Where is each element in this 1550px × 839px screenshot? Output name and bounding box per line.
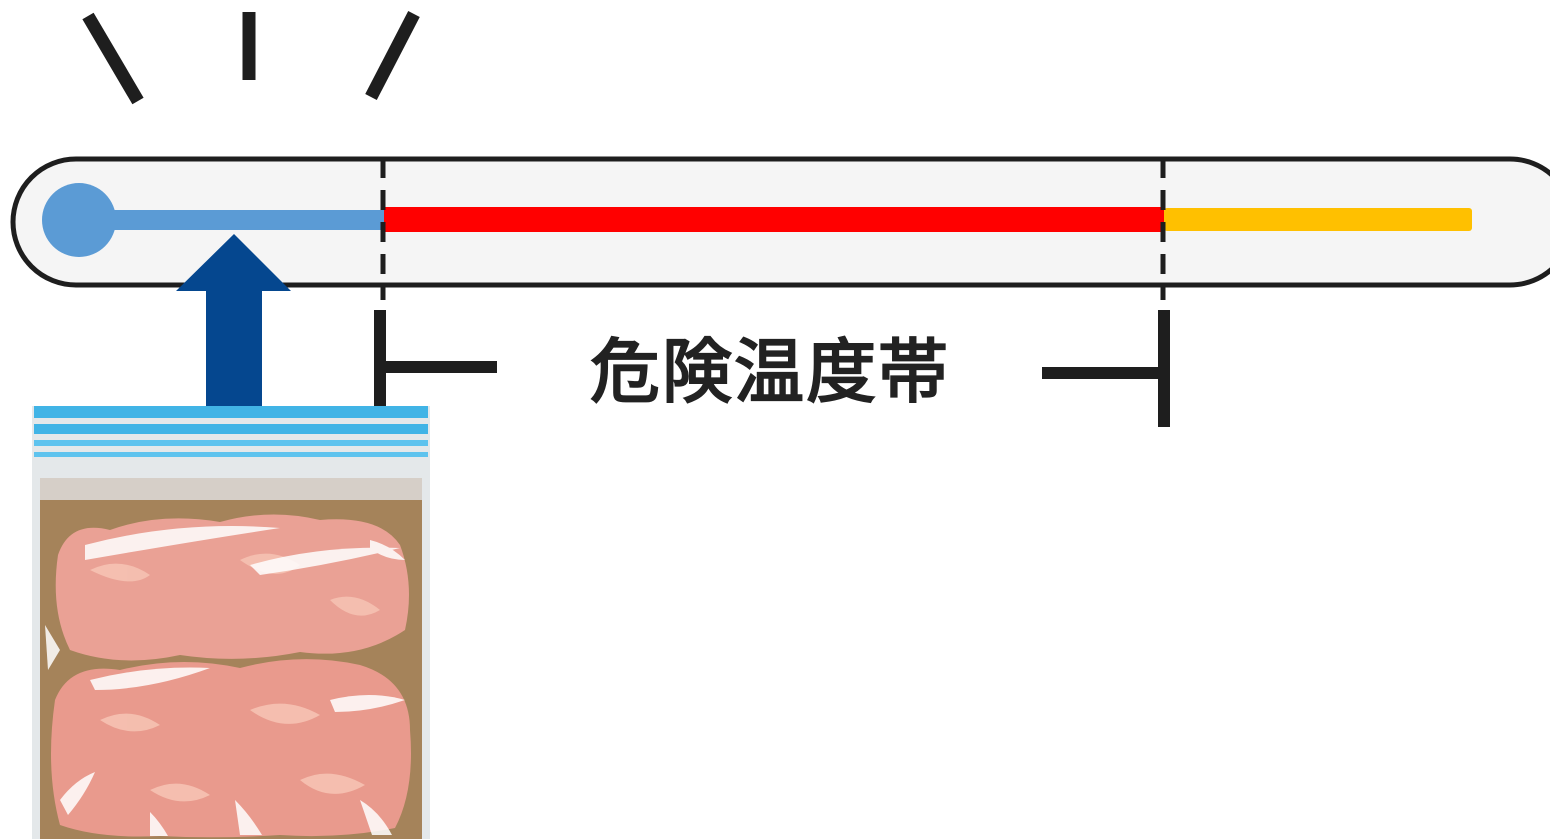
frozen-meat-bag-icon <box>32 406 430 839</box>
danger-zone-bracket <box>374 310 1170 427</box>
cold-segment <box>105 210 386 230</box>
thermometer-icon <box>10 156 1550 288</box>
danger-zone-label: 危険温度帯 <box>590 330 950 413</box>
up-arrow-icon <box>176 234 291 410</box>
danger-boundaries <box>380 158 1166 300</box>
thermometer-bulb <box>42 183 116 257</box>
danger-segment <box>384 207 1164 232</box>
sparkle-lines-icon <box>82 11 420 105</box>
sparkle-line-left <box>82 12 144 105</box>
warm-segment <box>1164 208 1472 231</box>
sparkle-line-right <box>365 11 420 100</box>
